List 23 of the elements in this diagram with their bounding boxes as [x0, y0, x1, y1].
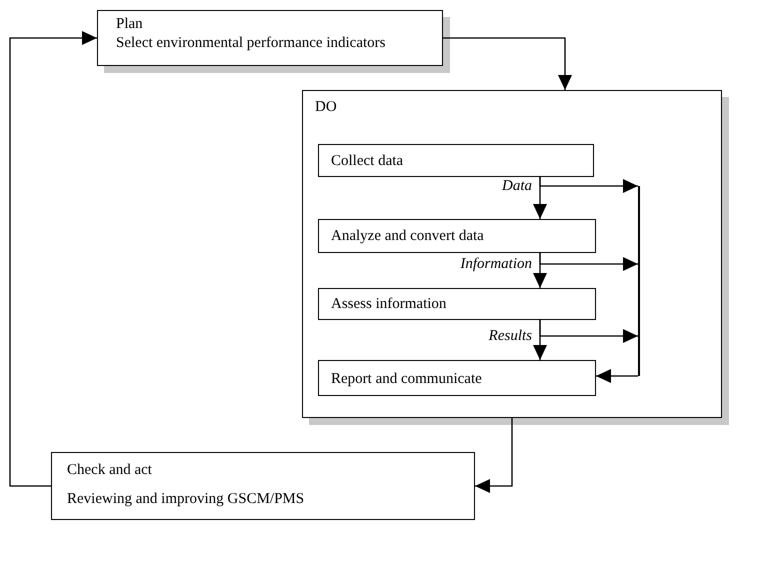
arrow — [596, 369, 638, 383]
edge-label: Information — [458, 256, 534, 272]
arrow — [9, 31, 97, 487]
box-text: Analyze and convert data — [331, 227, 484, 245]
process-box — [318, 288, 596, 320]
process-box — [318, 360, 596, 396]
arrow — [443, 37, 572, 90]
box-text: DO — [315, 98, 337, 116]
process-box — [51, 452, 475, 520]
box-text: Report and communicate — [331, 370, 482, 388]
arrow — [475, 418, 513, 493]
arrow — [539, 320, 638, 343]
box-text: Select environmental performance indicators — [116, 34, 386, 52]
bus-line — [638, 186, 640, 376]
box-text: Collect data — [331, 152, 404, 170]
arrow — [539, 177, 638, 193]
process-box — [318, 219, 596, 253]
box-heading: Plan — [116, 15, 143, 33]
box-text: Reviewing and improving GSCM/PMS — [67, 490, 304, 508]
process-box — [318, 144, 594, 177]
arrow — [539, 253, 638, 271]
box-text: Assess information — [331, 295, 446, 313]
box-heading: Check and act — [67, 461, 152, 479]
